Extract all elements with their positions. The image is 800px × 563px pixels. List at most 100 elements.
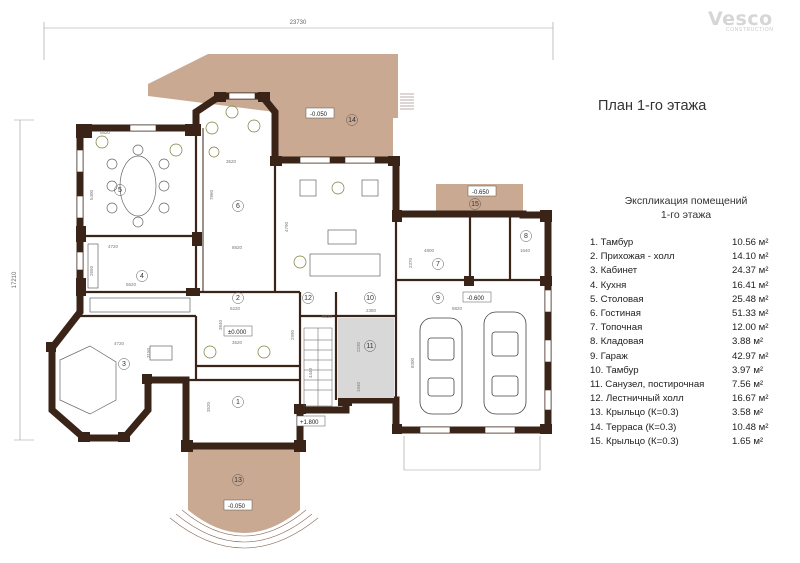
room-area: 7.56 м² xyxy=(732,379,764,391)
dim-i: 6220 xyxy=(230,306,241,311)
dim-q: 1940 xyxy=(356,381,361,392)
room-area: 14.10 м² xyxy=(732,251,769,263)
level-marks: -0.050 -0.650 -0.600 ±0.000 +1.800 -0.05… xyxy=(223,107,497,511)
porch-13 xyxy=(188,446,300,533)
room-label-1: 1 xyxy=(236,399,240,406)
room-label-11: 11 xyxy=(366,343,373,350)
room-label-12: 12 xyxy=(304,295,312,302)
room-row-2: 2. Прихожая - холл 14.10 м² xyxy=(590,250,790,264)
dim-d: 5400 xyxy=(89,189,94,200)
room-area: 51.33 м² xyxy=(732,308,769,320)
room-area: 16.67 м² xyxy=(732,393,769,405)
level-porch-front: -0.050 xyxy=(228,504,246,510)
room-label-6: 6 xyxy=(236,203,240,210)
dim-a: 3520 xyxy=(226,159,237,164)
logo-subtitle: CONSTRUCTION xyxy=(726,27,774,33)
room-area: 10.56 м² xyxy=(732,237,769,248)
dim-y: 8820 xyxy=(322,314,333,319)
inner-dimensions: 3520 7860 4720 5400 5620 2650 8820 4790 … xyxy=(89,130,531,412)
dimension-lines xyxy=(14,22,554,441)
room-name: 3. Кабинет xyxy=(590,265,638,277)
company-logo: Vesco CONSTRUCTION xyxy=(708,8,790,48)
room-name: 9. Гараж xyxy=(590,350,628,362)
overall-height-dim: 17210 xyxy=(12,271,18,288)
dim-p: 2230 xyxy=(356,341,361,352)
dim-f: 2650 xyxy=(89,265,94,276)
level-garage: -0.600 xyxy=(467,296,485,302)
wall-blocks xyxy=(46,92,552,452)
room-area: 10.48 м² xyxy=(732,421,769,433)
garage-cars xyxy=(419,311,527,415)
room-row-14: 14. Терраса (К=0.3)10.48 м² xyxy=(590,421,790,435)
level-stair: +1.800 xyxy=(300,420,319,426)
room-name: 4. Кухня xyxy=(590,279,627,291)
room-name: 2. Прихожая - холл xyxy=(590,251,675,263)
dim-g: 8820 xyxy=(232,245,243,250)
room-label-7: 7 xyxy=(436,261,440,268)
terrace-steps xyxy=(400,93,414,110)
room-row-4: 4. Кухня 16.41 м² xyxy=(590,279,790,293)
porch-13-steps xyxy=(169,509,319,549)
room-row-15: 15. Крыльцо (К=0.3) 1.65 м² xyxy=(590,435,790,449)
dim-v: 5620 xyxy=(100,130,111,135)
room-row-5: 5. Столовая 25.48 м² xyxy=(590,293,790,307)
explication-title-line1: Экспликация помещений xyxy=(624,195,748,207)
dim-t: 1640 xyxy=(520,248,531,253)
room-label-5: 5 xyxy=(118,187,122,194)
room-number-labels: 1 2 3 4 5 6 7 8 9 10 11 12 13 14 15 xyxy=(118,117,528,484)
plan-title: План 1-го этажа xyxy=(598,98,707,114)
room-row-3: 3. Кабинет 24.37 м² xyxy=(590,264,790,278)
overall-width-dim: 23730 xyxy=(290,20,307,26)
dim-u: 2370 xyxy=(408,257,413,268)
room-area: 16.41 м² xyxy=(732,279,769,291)
dim-h: 4790 xyxy=(284,221,289,232)
room-area: 3.88 м² xyxy=(732,336,764,348)
room-row-12: 12. Лестничный холл 16.67 м² xyxy=(590,392,790,406)
room-label-3: 3 xyxy=(122,361,126,368)
dim-m: 3150 xyxy=(146,347,151,358)
dim-b: 7860 xyxy=(209,189,214,200)
room-label-15: 15 xyxy=(471,201,479,208)
room-label-10: 10 xyxy=(366,295,374,302)
room-label-14: 14 xyxy=(348,117,356,124)
room-area: 3.58 м² xyxy=(732,407,764,419)
room-name: 5. Столовая xyxy=(590,293,644,305)
room-area: 25.48 м² xyxy=(732,293,769,305)
plant-symbols xyxy=(95,105,345,359)
dim-s: 4800 xyxy=(424,248,435,253)
room-name: 13. Крыльцо (К=0.3) xyxy=(590,407,679,419)
room-name: 11. Санузел, постирочная xyxy=(590,379,705,391)
dim-c: 4720 xyxy=(108,244,119,249)
level-hall: ±0.000 xyxy=(228,330,247,336)
dim-w: 8300 xyxy=(410,357,415,368)
room-label-9: 9 xyxy=(436,295,440,302)
room-label-4: 4 xyxy=(140,273,144,280)
room-area: 24.37 м² xyxy=(732,265,769,277)
staircase xyxy=(303,327,333,407)
walls xyxy=(48,92,552,450)
room-name: 12. Лестничный холл xyxy=(590,393,684,405)
dim-k: 3520 xyxy=(232,340,243,345)
room-label-13: 13 xyxy=(234,477,242,484)
room-name: 15. Крыльцо (К=0.3) xyxy=(590,435,679,447)
dim-r: 2380 xyxy=(366,308,377,313)
room-area: 42.97 м² xyxy=(732,350,769,362)
furniture xyxy=(59,144,381,415)
room-label-8: 8 xyxy=(524,233,528,240)
level-terrace: -0.050 xyxy=(310,112,328,118)
explication-title-line2: 1-го этажа xyxy=(660,209,712,221)
level-porch-right: -0.650 xyxy=(472,190,490,196)
room-area: 1.65 м² xyxy=(732,435,764,447)
room-row-9: 9. Гараж 42.97 м² xyxy=(590,350,790,364)
room-row-11: 11. Санузел, постирочная 7.56 м² xyxy=(590,378,790,392)
dim-j: 3840 xyxy=(218,319,223,330)
garage-door-lines xyxy=(403,436,541,471)
room-area: 3.97 м² xyxy=(732,364,764,376)
room-number-circles xyxy=(114,114,532,486)
